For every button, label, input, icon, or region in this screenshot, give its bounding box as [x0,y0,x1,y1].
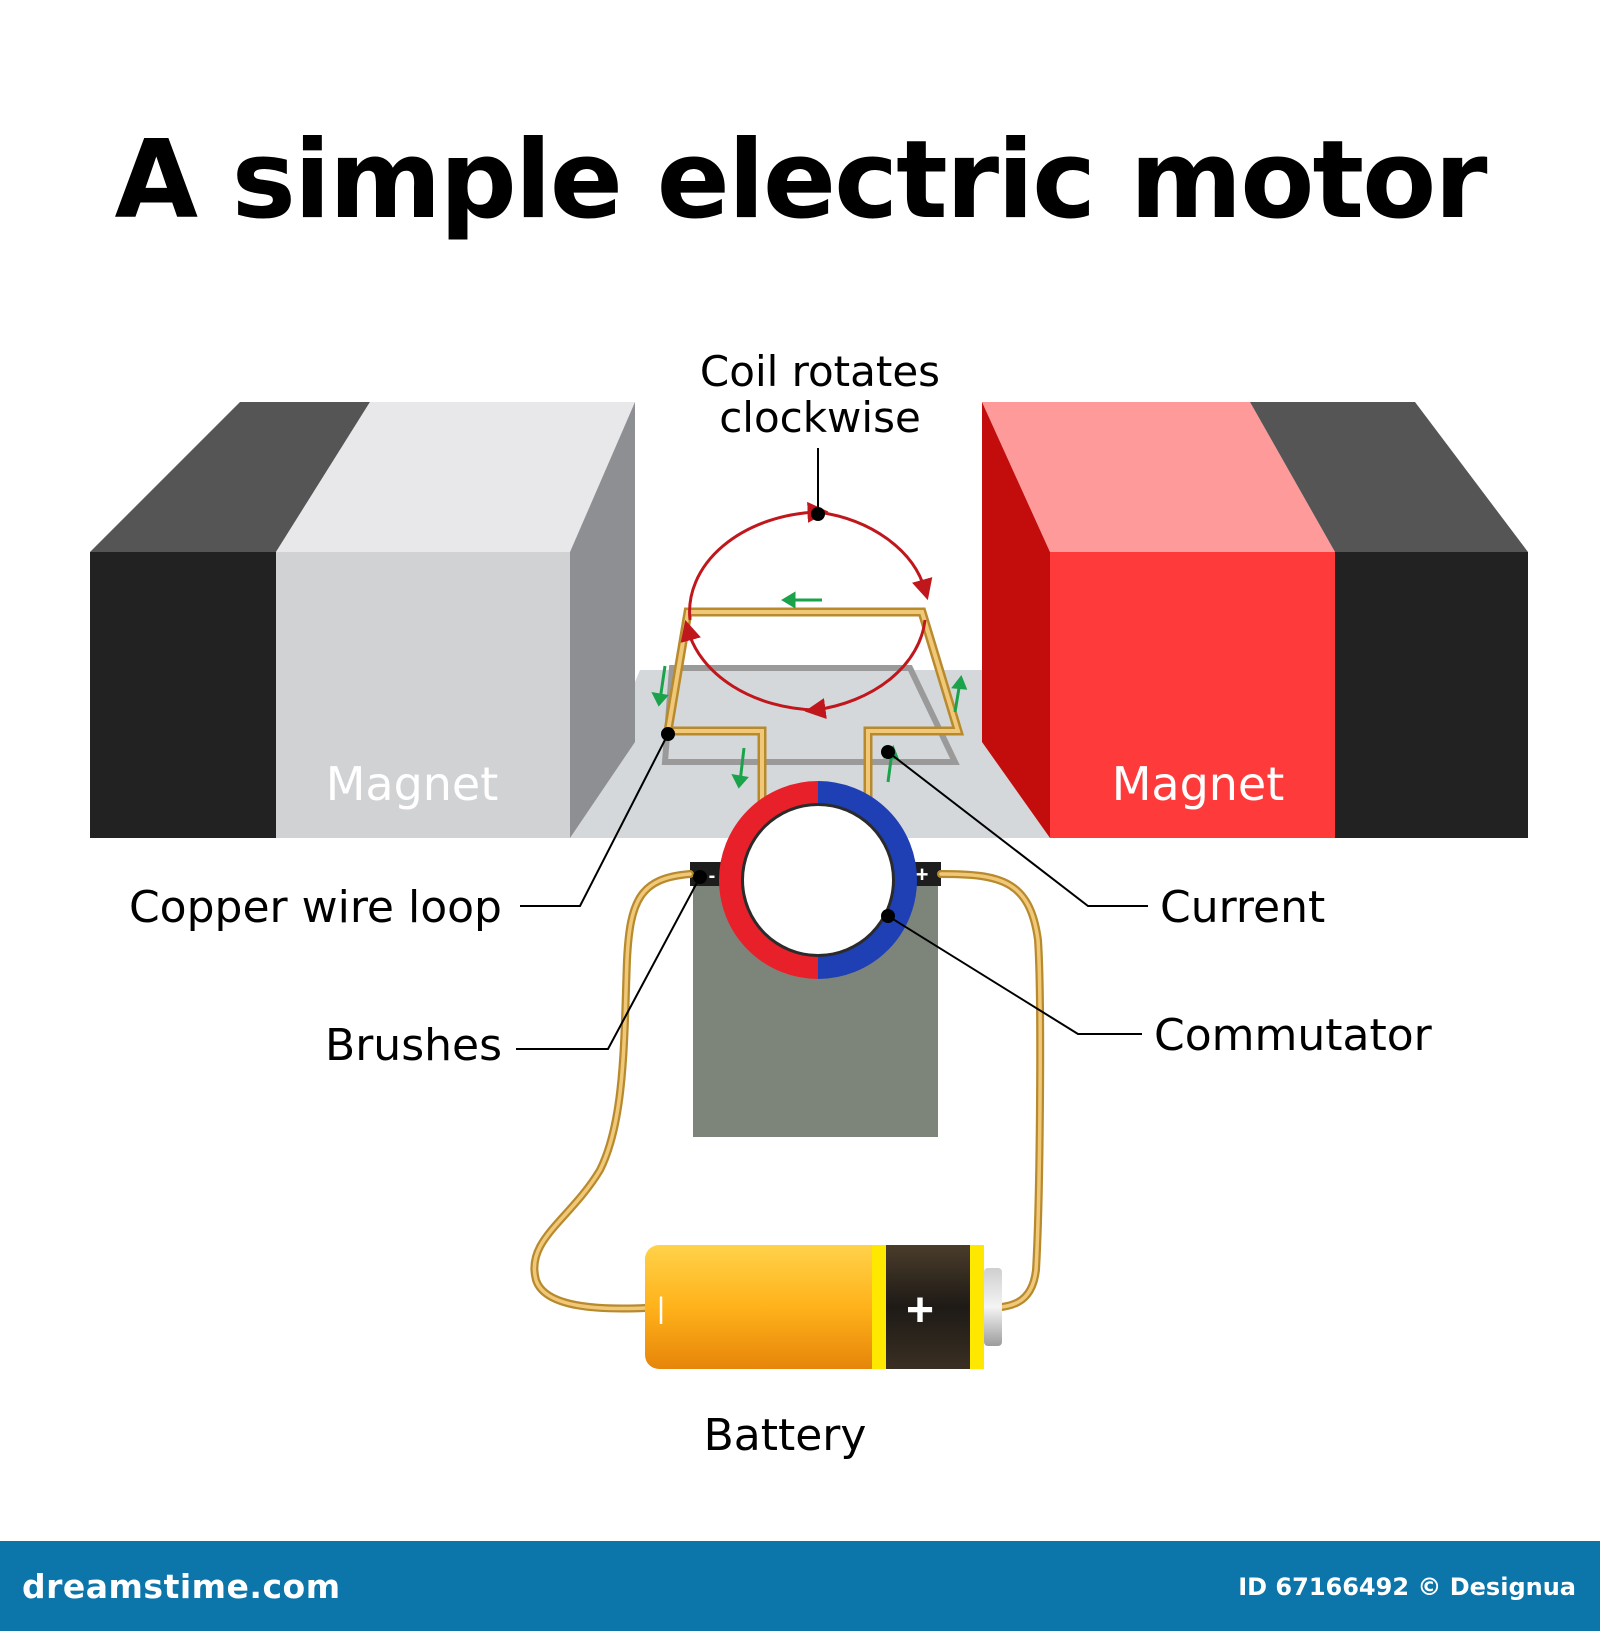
magnet-left [90,402,635,838]
magnet-right-label: Magnet [1112,757,1285,811]
battery-plus-sign: + [906,1284,934,1337]
copper-wire-loop [662,607,965,862]
brushes-label: Brushes [325,1020,502,1071]
coil-rotates-label-line1: Coil rotates [700,347,940,396]
battery-minus-sign: | [657,1292,665,1325]
footer-credit: ID 67166492 © Designua [1238,1573,1576,1601]
current-arrows [651,591,968,789]
circuit-wire [530,870,1045,1313]
current-label: Current [1160,882,1325,933]
rotation-arrows [680,501,933,719]
copper-wire-loop-label: Copper wire loop [129,882,502,933]
coil-rotates-label-line2: clockwise [719,393,921,442]
leader-dots [661,507,895,923]
leader-lines [516,448,1148,1050]
magnet-left-label: Magnet [326,757,499,811]
footer-site-logo[interactable]: dreamstime.com [22,1567,341,1606]
battery [645,1245,1002,1369]
footer-bar: dreamstime.com ID 67166492 © Designua [0,1541,1600,1631]
brush-plus-sign: + [916,862,929,887]
commutator [719,781,917,979]
magnet-right [982,402,1528,838]
brush-minus-sign: - [709,865,716,887]
motor-diagram: Magnet Magnet - + [90,347,1528,1461]
battery-label: Battery [704,1410,867,1461]
commutator-label: Commutator [1154,1010,1433,1061]
page-title: A simple electric motor [114,118,1487,243]
